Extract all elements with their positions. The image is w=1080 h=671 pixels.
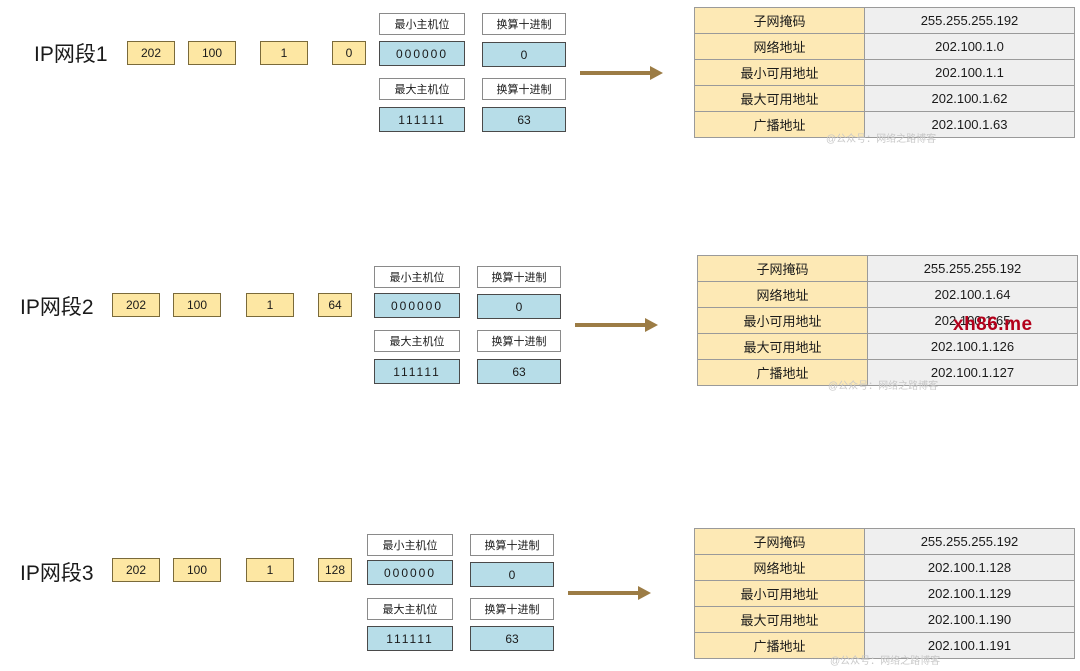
- row-value: 255.255.255.192: [864, 7, 1075, 34]
- row-value: 202.100.1.127: [867, 359, 1078, 386]
- site-watermark: xh86.me: [953, 314, 1033, 335]
- watermark-text: @公众号：网络之路博客: [830, 656, 941, 667]
- row-key: 广播地址: [694, 632, 865, 659]
- right-arrow-icon: [575, 318, 658, 332]
- octet-3: 1: [246, 293, 294, 317]
- max-host-label: 最大主机位: [367, 598, 453, 620]
- octet-3: 1: [260, 41, 308, 65]
- row-value: 202.100.1.64: [867, 281, 1078, 308]
- min-host-label: 最小主机位: [374, 266, 460, 288]
- octet-4: 64: [318, 293, 352, 317]
- to-decimal-label: 换算十进制: [482, 78, 566, 100]
- segment-title: IP网段1: [34, 43, 108, 66]
- row-key: 最小可用地址: [697, 307, 868, 334]
- row-value: 202.100.1.0: [864, 33, 1075, 60]
- max-host-label: 最大主机位: [374, 330, 460, 352]
- watermark-text: @公众号：网络之路博客: [826, 134, 937, 145]
- segment-title: IP网段3: [20, 562, 94, 585]
- row-key: 广播地址: [697, 359, 868, 386]
- row-key: 网络地址: [694, 554, 865, 581]
- octet-4: 0: [332, 41, 366, 65]
- row-value: 255.255.255.192: [864, 528, 1075, 555]
- ip-segment-2: IP网段2 202 100 1 64 最小主机位 换算十进制 000000 0 …: [0, 0, 1080, 392]
- min-host-bits: 000000: [374, 293, 460, 318]
- right-arrow-icon: [568, 586, 651, 600]
- ip-segment-1: IP网段1 202 100 1 0 最小主机位 换算十进制 000000 0 最…: [0, 0, 1080, 160]
- to-decimal-label: 换算十进制: [470, 534, 554, 556]
- max-host-bits: 111111: [367, 626, 453, 651]
- row-value: 202.100.1.65: [867, 307, 1078, 334]
- min-host-bits: 000000: [379, 41, 465, 66]
- to-decimal-label: 换算十进制: [477, 266, 561, 288]
- min-host-label: 最小主机位: [379, 13, 465, 35]
- octet-1: 202: [127, 41, 175, 65]
- min-host-decimal: 0: [470, 562, 554, 587]
- row-key: 网络地址: [697, 281, 868, 308]
- octet-1: 202: [112, 293, 160, 317]
- row-value: 255.255.255.192: [867, 255, 1078, 282]
- row-value: 202.100.1.129: [864, 580, 1075, 607]
- row-value: 202.100.1.128: [864, 554, 1075, 581]
- octet-4: 128: [318, 558, 352, 582]
- max-host-label: 最大主机位: [379, 78, 465, 100]
- min-host-label: 最小主机位: [367, 534, 453, 556]
- segment-title: IP网段2: [20, 296, 94, 319]
- row-key: 广播地址: [694, 111, 865, 138]
- row-key: 网络地址: [694, 33, 865, 60]
- row-value: 202.100.1.190: [864, 606, 1075, 633]
- min-host-bits: 000000: [367, 560, 453, 585]
- max-host-decimal: 63: [482, 107, 566, 132]
- row-key: 最大可用地址: [694, 85, 865, 112]
- to-decimal-label: 换算十进制: [477, 330, 561, 352]
- row-key: 最小可用地址: [694, 580, 865, 607]
- max-host-bits: 111111: [379, 107, 465, 132]
- row-value: 202.100.1.126: [867, 333, 1078, 360]
- row-value: 202.100.1.191: [864, 632, 1075, 659]
- row-key: 最大可用地址: [694, 606, 865, 633]
- watermark-text: @公众号：网络之路博客: [828, 381, 939, 392]
- max-host-bits: 111111: [374, 359, 460, 384]
- row-key: 最大可用地址: [697, 333, 868, 360]
- row-value: 202.100.1.62: [864, 85, 1075, 112]
- octet-2: 100: [173, 293, 221, 317]
- row-value: 202.100.1.63: [864, 111, 1075, 138]
- right-arrow-icon: [580, 66, 663, 80]
- to-decimal-label: 换算十进制: [482, 13, 566, 35]
- row-value: 202.100.1.1: [864, 59, 1075, 86]
- max-host-decimal: 63: [477, 359, 561, 384]
- row-key: 最小可用地址: [694, 59, 865, 86]
- min-host-decimal: 0: [482, 42, 566, 67]
- row-key: 子网掩码: [697, 255, 868, 282]
- min-host-decimal: 0: [477, 294, 561, 319]
- octet-2: 100: [173, 558, 221, 582]
- octet-3: 1: [246, 558, 294, 582]
- max-host-decimal: 63: [470, 626, 554, 651]
- to-decimal-label: 换算十进制: [470, 598, 554, 620]
- row-key: 子网掩码: [694, 528, 865, 555]
- octet-1: 202: [112, 558, 160, 582]
- octet-2: 100: [188, 41, 236, 65]
